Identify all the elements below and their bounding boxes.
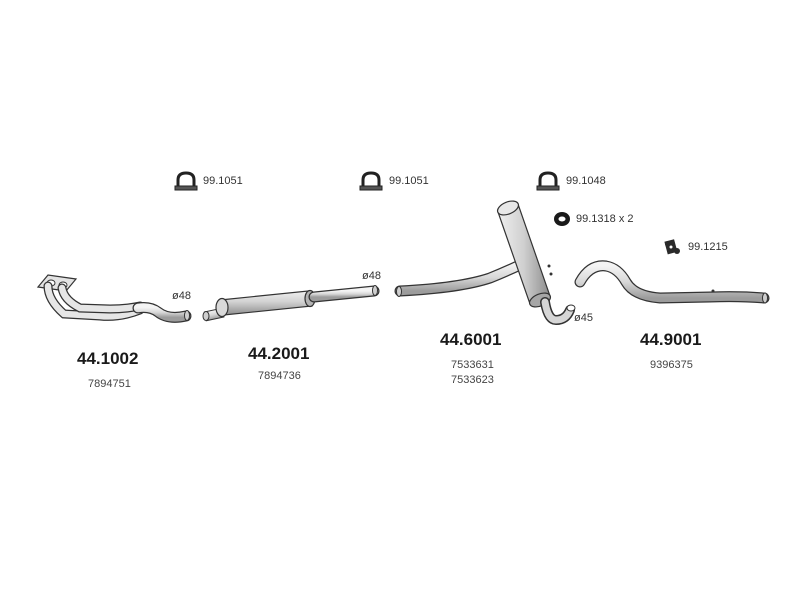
rubber-ring-icon (554, 212, 570, 226)
clamp-code-label: 99.1051 (203, 175, 243, 187)
oem-number: 7894736 (258, 370, 301, 382)
middle-silencer-44-2001 (202, 285, 380, 322)
part-number: 44.9001 (640, 330, 702, 349)
tail-pipe-44-9001 (574, 260, 770, 304)
rear-silencer-44-6001 (394, 200, 576, 326)
part-number: 44.6001 (440, 330, 502, 349)
diameter-label: ø48 (172, 290, 191, 302)
u-clamp-icon (536, 171, 560, 191)
u-clamp-icon (174, 171, 198, 191)
u-clamp-icon (359, 171, 383, 191)
front-pipe-44-1002 (36, 274, 192, 323)
rubber-hanger-icon (664, 239, 680, 255)
part-number: 44.1002 (77, 349, 139, 368)
diameter-label: ø48 (362, 270, 381, 282)
clamp-code-label: 99.1051 (389, 175, 429, 187)
oem-number: 9396375 (650, 359, 693, 371)
oem-number: 7533623 (451, 374, 494, 386)
oem-number: 7533631 (451, 359, 494, 371)
oem-number: 7894751 (88, 378, 131, 390)
diameter-label: ø45 (574, 312, 593, 324)
clamp-code-label: 99.1048 (566, 175, 606, 187)
part-number: 44.2001 (248, 344, 310, 363)
ring-code-label: 99.1318 x 2 (576, 213, 634, 225)
hanger-code-label: 99.1215 (688, 241, 728, 253)
